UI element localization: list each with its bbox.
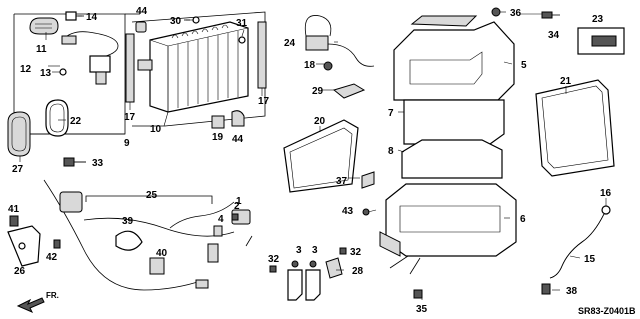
group-frame-9 <box>13 13 140 135</box>
clamp-part-38 <box>541 283 551 295</box>
clip-part-31 <box>238 36 246 44</box>
gasket-part-22 <box>45 99 69 137</box>
callout-32-b: 32 <box>268 254 280 265</box>
callout-6: 6 <box>520 214 526 225</box>
callout-17-left: 17 <box>124 112 136 123</box>
callout-25: 25 <box>146 190 158 201</box>
callout-39: 39 <box>122 216 134 227</box>
callout-18: 18 <box>304 60 316 71</box>
clip-part-19 <box>211 115 225 129</box>
direction-label: FR. <box>46 291 59 300</box>
callout-38: 38 <box>566 286 578 297</box>
connector-part-29 <box>332 83 366 99</box>
seal-strip-part-17-left <box>125 33 135 103</box>
callout-37: 37 <box>336 176 348 187</box>
callout-44-top: 44 <box>136 6 148 17</box>
bracket-part-3-b <box>305 260 321 301</box>
callout-43: 43 <box>342 206 354 217</box>
callout-3b: 3 <box>312 245 318 256</box>
callout-41: 41 <box>8 204 20 215</box>
callout-26: 26 <box>14 266 26 277</box>
callout-31: 31 <box>236 18 248 29</box>
part-1 <box>245 235 253 247</box>
connector-part-23 <box>577 27 625 55</box>
callout-42: 42 <box>46 252 58 263</box>
group-frame-10 <box>131 11 266 127</box>
callout-44-lower: 44 <box>232 134 244 145</box>
callout-1: 1 <box>236 196 242 207</box>
callout-4: 4 <box>218 214 224 225</box>
callout-13: 13 <box>40 68 52 79</box>
callout-16: 16 <box>600 188 612 199</box>
callout-7: 7 <box>388 108 394 119</box>
callout-8: 8 <box>388 146 394 157</box>
callout-20: 20 <box>314 116 326 127</box>
upper-case-part-7 <box>393 21 515 145</box>
bolt-part-35 <box>413 289 423 299</box>
grommet-part-11 <box>29 17 59 35</box>
clip-part-41 <box>9 215 19 227</box>
sensor-part-4 <box>213 225 223 237</box>
callout-23: 23 <box>592 14 604 25</box>
clamp-part-39 <box>115 230 143 251</box>
callout-12: 12 <box>20 64 32 75</box>
lower-case-part-6 <box>379 183 517 275</box>
upper-case-part-5 <box>410 15 478 27</box>
part-code: SR83-Z0401B <box>578 306 636 316</box>
callout-3a: 3 <box>296 245 302 256</box>
leader-lines <box>19 11 607 300</box>
callout-15: 15 <box>584 254 596 265</box>
callout-11: 11 <box>36 44 47 55</box>
callout-5: 5 <box>521 60 527 71</box>
callout-21: 21 <box>560 76 572 87</box>
callout-labels: 1 2 3 3 4 5 6 7 8 9 10 11 12 13 14 15 16… <box>8 6 612 315</box>
bolt-part-2 <box>231 213 239 221</box>
bolt-part-42 <box>53 239 61 249</box>
evaporator-core-part-10 <box>137 21 249 113</box>
clip-part-44-top <box>135 21 147 33</box>
callout-9: 9 <box>124 138 130 149</box>
callout-24: 24 <box>284 38 296 49</box>
callout-19: 19 <box>212 132 224 143</box>
front-direction-arrow: FR. <box>16 291 59 313</box>
hose-part-15 <box>549 213 605 279</box>
clip-part-32-a <box>339 247 347 255</box>
callout-34: 34 <box>548 30 560 41</box>
clip-part-37 <box>361 171 375 189</box>
filter-frame-part-20 <box>283 119 359 193</box>
clip-part-32-b <box>269 265 277 273</box>
callout-22: 22 <box>70 116 82 127</box>
callout-27: 27 <box>12 164 24 175</box>
callout-2: 2 <box>234 201 240 212</box>
bracket-part-40 <box>149 257 165 275</box>
seal-part-21 <box>535 79 615 177</box>
bracket-part-28 <box>325 257 343 279</box>
nut-part-36 <box>491 7 501 17</box>
callout-29: 29 <box>312 86 324 97</box>
callout-32-a: 32 <box>350 247 362 258</box>
callout-28: 28 <box>352 266 364 277</box>
bracket-part-3-a <box>287 260 303 301</box>
wire-harness-part-25 <box>43 179 251 291</box>
callout-36: 36 <box>510 8 522 19</box>
callout-40: 40 <box>156 248 168 259</box>
case-part-8 <box>401 139 503 179</box>
bracket-part-26 <box>7 225 41 267</box>
callout-33: 33 <box>92 158 104 169</box>
seal-strip-part-17-right <box>257 21 267 89</box>
expansion-valve-part-12 <box>59 31 119 85</box>
callout-17-right: 17 <box>258 96 270 107</box>
callout-35: 35 <box>416 304 428 315</box>
switch-part-24 <box>304 15 375 67</box>
callout-14: 14 <box>86 12 98 23</box>
clip-part-18 <box>323 61 333 71</box>
gasket-part-27 <box>7 111 31 157</box>
clamp-part-16 <box>601 205 611 215</box>
screw-part-34 <box>541 11 560 19</box>
callout-10: 10 <box>150 124 162 135</box>
clip-part-44-lower <box>231 110 245 127</box>
callout-30: 30 <box>170 16 182 27</box>
